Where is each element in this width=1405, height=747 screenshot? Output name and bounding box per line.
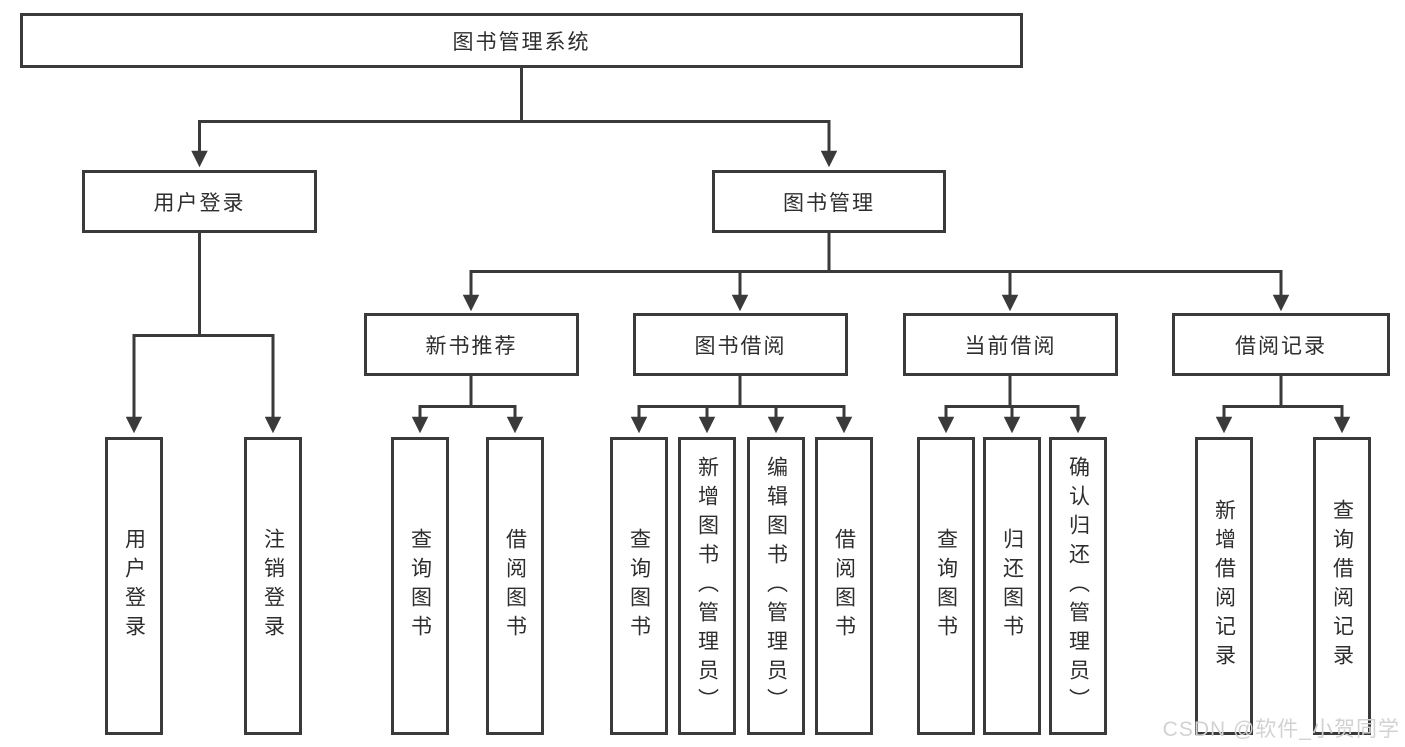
node-leaf-borrow-books-2: 借阅图书: [815, 437, 873, 735]
node-borrow-records: 借阅记录: [1172, 313, 1390, 376]
node-leaf-add-book-admin: 新增图书（管理员）: [678, 437, 736, 735]
node-leaf-user-login: 用户登录: [105, 437, 163, 735]
watermark: CSDN @软件_小贺同学: [1162, 718, 1400, 741]
node-leaf-logout: 注销登录: [244, 437, 302, 735]
node-leaf-query-books-borrow: 查询图书: [610, 437, 668, 735]
node-leaf-edit-book-admin: 编辑图书（管理员）: [747, 437, 805, 735]
node-leaf-query-books-recommend: 查询图书: [391, 437, 449, 735]
node-leaf-query-books-current: 查询图书: [917, 437, 975, 735]
node-root: 图书管理系统: [20, 13, 1023, 68]
node-new-book-recommend: 新书推荐: [364, 313, 579, 376]
node-leaf-return-book: 归还图书: [983, 437, 1041, 735]
node-current-borrow: 当前借阅: [903, 313, 1118, 376]
node-leaf-confirm-return-admin: 确认归还（管理员）: [1049, 437, 1107, 735]
edges-book-management: [462, 233, 1290, 312]
node-leaf-query-borrow-record: 查询借阅记录: [1313, 437, 1371, 735]
edges-root: [191, 68, 838, 168]
edges-new-book-recommend: [411, 376, 524, 434]
edges-current-borrow: [937, 376, 1087, 434]
node-book-borrow: 图书借阅: [633, 313, 848, 376]
node-leaf-add-borrow-record: 新增借阅记录: [1195, 437, 1253, 735]
node-leaf-borrow-books-recommend: 借阅图书: [486, 437, 544, 735]
edges-book-borrow: [630, 376, 853, 434]
node-book-management: 图书管理: [712, 170, 946, 233]
edges-borrow-records: [1215, 376, 1351, 434]
edges-user-login: [125, 233, 282, 434]
node-user-login: 用户登录: [82, 170, 317, 233]
